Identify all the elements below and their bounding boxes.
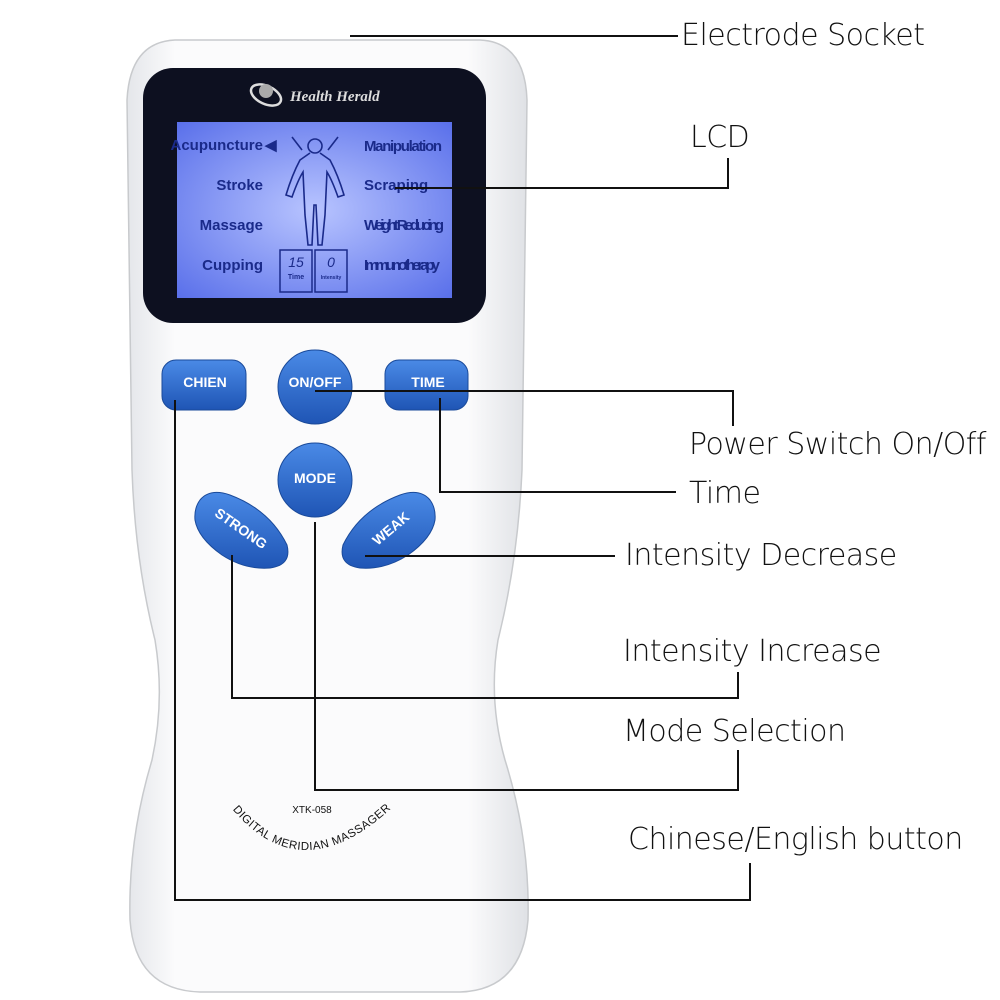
callout-intensity-decrease: Intensity Decrease [625,538,897,573]
lcd-mode-cupping: Cupping [202,257,263,274]
chien-button[interactable]: CHIEN [161,359,247,411]
weak-button[interactable]: WEAK [341,491,436,569]
brand-logo-icon [249,83,283,107]
callout-power: Power Switch On/Off [689,427,986,462]
callout-mode-selection: Mode Selection [623,714,846,749]
callout-time: Time [689,476,761,511]
callout-line-mode [314,522,739,791]
time-label: Time [288,274,304,281]
svg-text:MODE: MODE [294,470,336,486]
lcd-mode-manipulation: Manipulation [364,138,442,155]
callout-lcd: LCD [690,120,750,155]
svg-text:CHIEN: CHIEN [183,374,227,390]
strong-button[interactable]: STRONG [194,491,289,569]
callout-chinese-english: Chinese/English button [628,822,963,857]
lcd-mode-massage: Massage [200,217,263,234]
lcd-selected-indicator: ◀ [264,137,277,154]
svg-text:TIME: TIME [411,374,444,390]
lcd-mode-weight-reducing: Weight Reducing [364,217,444,234]
lcd-mode-acupuncture: Acupuncture [170,137,263,154]
callout-line-lcd [395,158,729,189]
callout-intensity-increase: Intensity Increase [623,634,882,669]
lcd-mode-scraping: Scraping [364,177,428,194]
mode-button[interactable]: MODE [277,442,353,518]
callout-electrode-socket: Electrode Socket [681,18,925,53]
callout-line-power [315,390,734,426]
time-button[interactable]: TIME [384,359,469,411]
human-figure-icon [285,136,345,246]
time-display [279,249,313,293]
brand-name: Health Herald [289,89,380,105]
callout-line-chinese-english [174,400,751,901]
svg-text:ON/OFF: ON/OFF [289,374,342,390]
lcd-mode-immunotherapy: Immunotherapy [364,257,441,274]
intensity-display [314,249,348,293]
model-number: XTK-058 [292,805,332,816]
callout-line-time [439,398,676,493]
onoff-button[interactable]: ON/OFF [277,349,353,425]
lcd-mode-stroke: Stroke [216,177,263,194]
time-value: 15 [288,254,304,270]
intensity-value: 0 [327,254,335,270]
callout-line-intensity-increase [231,555,739,699]
intensity-label: Intensity [321,275,342,281]
